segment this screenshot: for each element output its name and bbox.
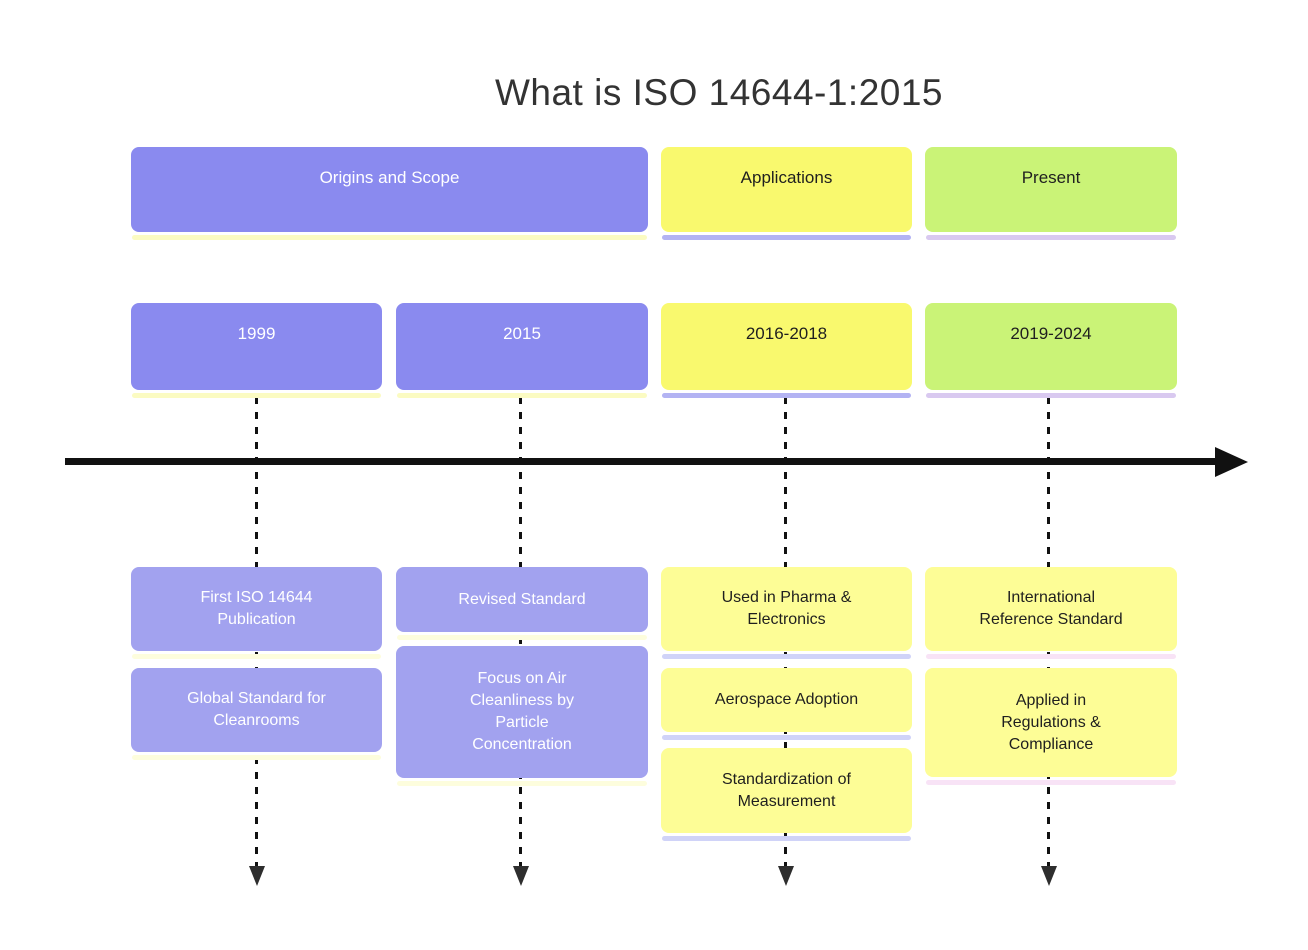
timeline-axis	[65, 458, 1217, 465]
event-standardization-of-measurement: Standardization of Measurement	[661, 748, 912, 841]
event-first-iso-14644-publication: First ISO 14644 Publication	[131, 567, 382, 659]
section-label: Origins and Scope	[319, 168, 460, 187]
event-focus-on-air-cleanliness: Focus on Air Cleanliness by Particle Con…	[396, 646, 648, 786]
section-label: Applications	[740, 168, 833, 187]
period-2019-2024: 2019-2024	[925, 303, 1177, 398]
period-label: 1999	[237, 324, 276, 343]
down-arrowhead-icon	[1041, 866, 1057, 886]
down-arrowhead-icon	[249, 866, 265, 886]
down-arrowhead-icon	[513, 866, 529, 886]
period-label: 2016-2018	[745, 324, 828, 343]
section-origins-and-scope: Origins and Scope	[131, 147, 648, 240]
period-label: 2015	[503, 324, 541, 343]
event-global-standard-for-cleanrooms: Global Standard for Cleanrooms	[131, 668, 382, 760]
period-label: 2019-2024	[1010, 324, 1092, 343]
diagram-title: What is ISO 14644-1:2015	[494, 72, 944, 113]
section-applications: Applications	[661, 147, 912, 240]
event-revised-standard: Revised Standard	[396, 567, 648, 640]
event-applied-in-regulations-compliance: Applied in Regulations & Compliance	[925, 668, 1177, 785]
event-aerospace-adoption: Aerospace Adoption	[661, 668, 912, 740]
section-label: Present	[1021, 168, 1081, 187]
down-arrowhead-icon	[778, 866, 794, 886]
period-2015: 2015	[396, 303, 648, 398]
period-2016-2018: 2016-2018	[661, 303, 912, 398]
section-present: Present	[925, 147, 1177, 240]
period-1999: 1999	[131, 303, 382, 398]
axis-arrowhead-icon	[1215, 447, 1248, 477]
dashed-connector	[519, 397, 522, 868]
event-used-in-pharma-electronics: Used in Pharma & Electronics	[661, 567, 912, 659]
event-international-reference-standard: International Reference Standard	[925, 567, 1177, 659]
